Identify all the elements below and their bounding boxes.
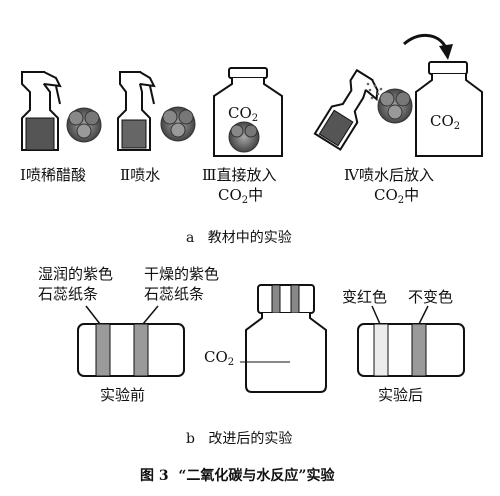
label-item-4-line2: CO2中 <box>374 186 420 206</box>
spray-mist <box>366 82 383 100</box>
label-turned-red: 变红色 <box>342 288 388 306</box>
label-after: 实验后 <box>378 386 424 404</box>
label-item-4: Ⅳ喷水后放入 <box>344 166 435 184</box>
label-item-2: Ⅱ喷水 <box>120 166 161 184</box>
curved-arrow <box>403 34 453 60</box>
co2-bottle <box>240 284 327 393</box>
label-unchanged: 不变色 <box>408 288 454 306</box>
label-co2-bottle: CO2 <box>204 348 235 368</box>
label-wet-1: 湿润的紫色 <box>38 265 114 283</box>
caption-b: b 改进后的实验 <box>186 431 293 447</box>
label-dry-1: 干燥的紫色 <box>144 265 220 283</box>
flower-4 <box>377 88 413 124</box>
jar-label-iv: CO2 <box>430 112 461 132</box>
label-wet-2: 石蕊纸条 <box>38 285 99 303</box>
figure-title: 图 3 “二氧化碳与水反应”实验 <box>140 468 335 484</box>
label-item-1: Ⅰ喷稀醋酸 <box>20 166 86 184</box>
flower-3 <box>228 121 260 153</box>
label-dry-2: 石蕊纸条 <box>144 285 205 303</box>
caption-a: a 教材中的实验 <box>186 230 292 246</box>
pointer-red <box>371 305 381 325</box>
label-item-3-line2: CO2中 <box>218 186 264 206</box>
pointer-unchanged <box>418 305 429 325</box>
spray-bottle-vinegar <box>21 71 62 151</box>
jar-co2-after-spray <box>415 61 483 157</box>
strip-holder-before <box>77 323 185 377</box>
spray-bottle-water <box>117 71 156 151</box>
flower-2 <box>160 106 196 142</box>
jar-label-iii: CO2 <box>228 104 259 124</box>
strip-holder-after <box>357 323 465 377</box>
pointer-wet <box>85 305 101 325</box>
label-before: 实验前 <box>100 386 146 404</box>
spray-bottle-tilted <box>313 68 379 151</box>
label-item-3: Ⅲ直接放入 <box>202 166 277 184</box>
pointer-dry <box>142 305 159 325</box>
flower-1 <box>66 107 102 143</box>
